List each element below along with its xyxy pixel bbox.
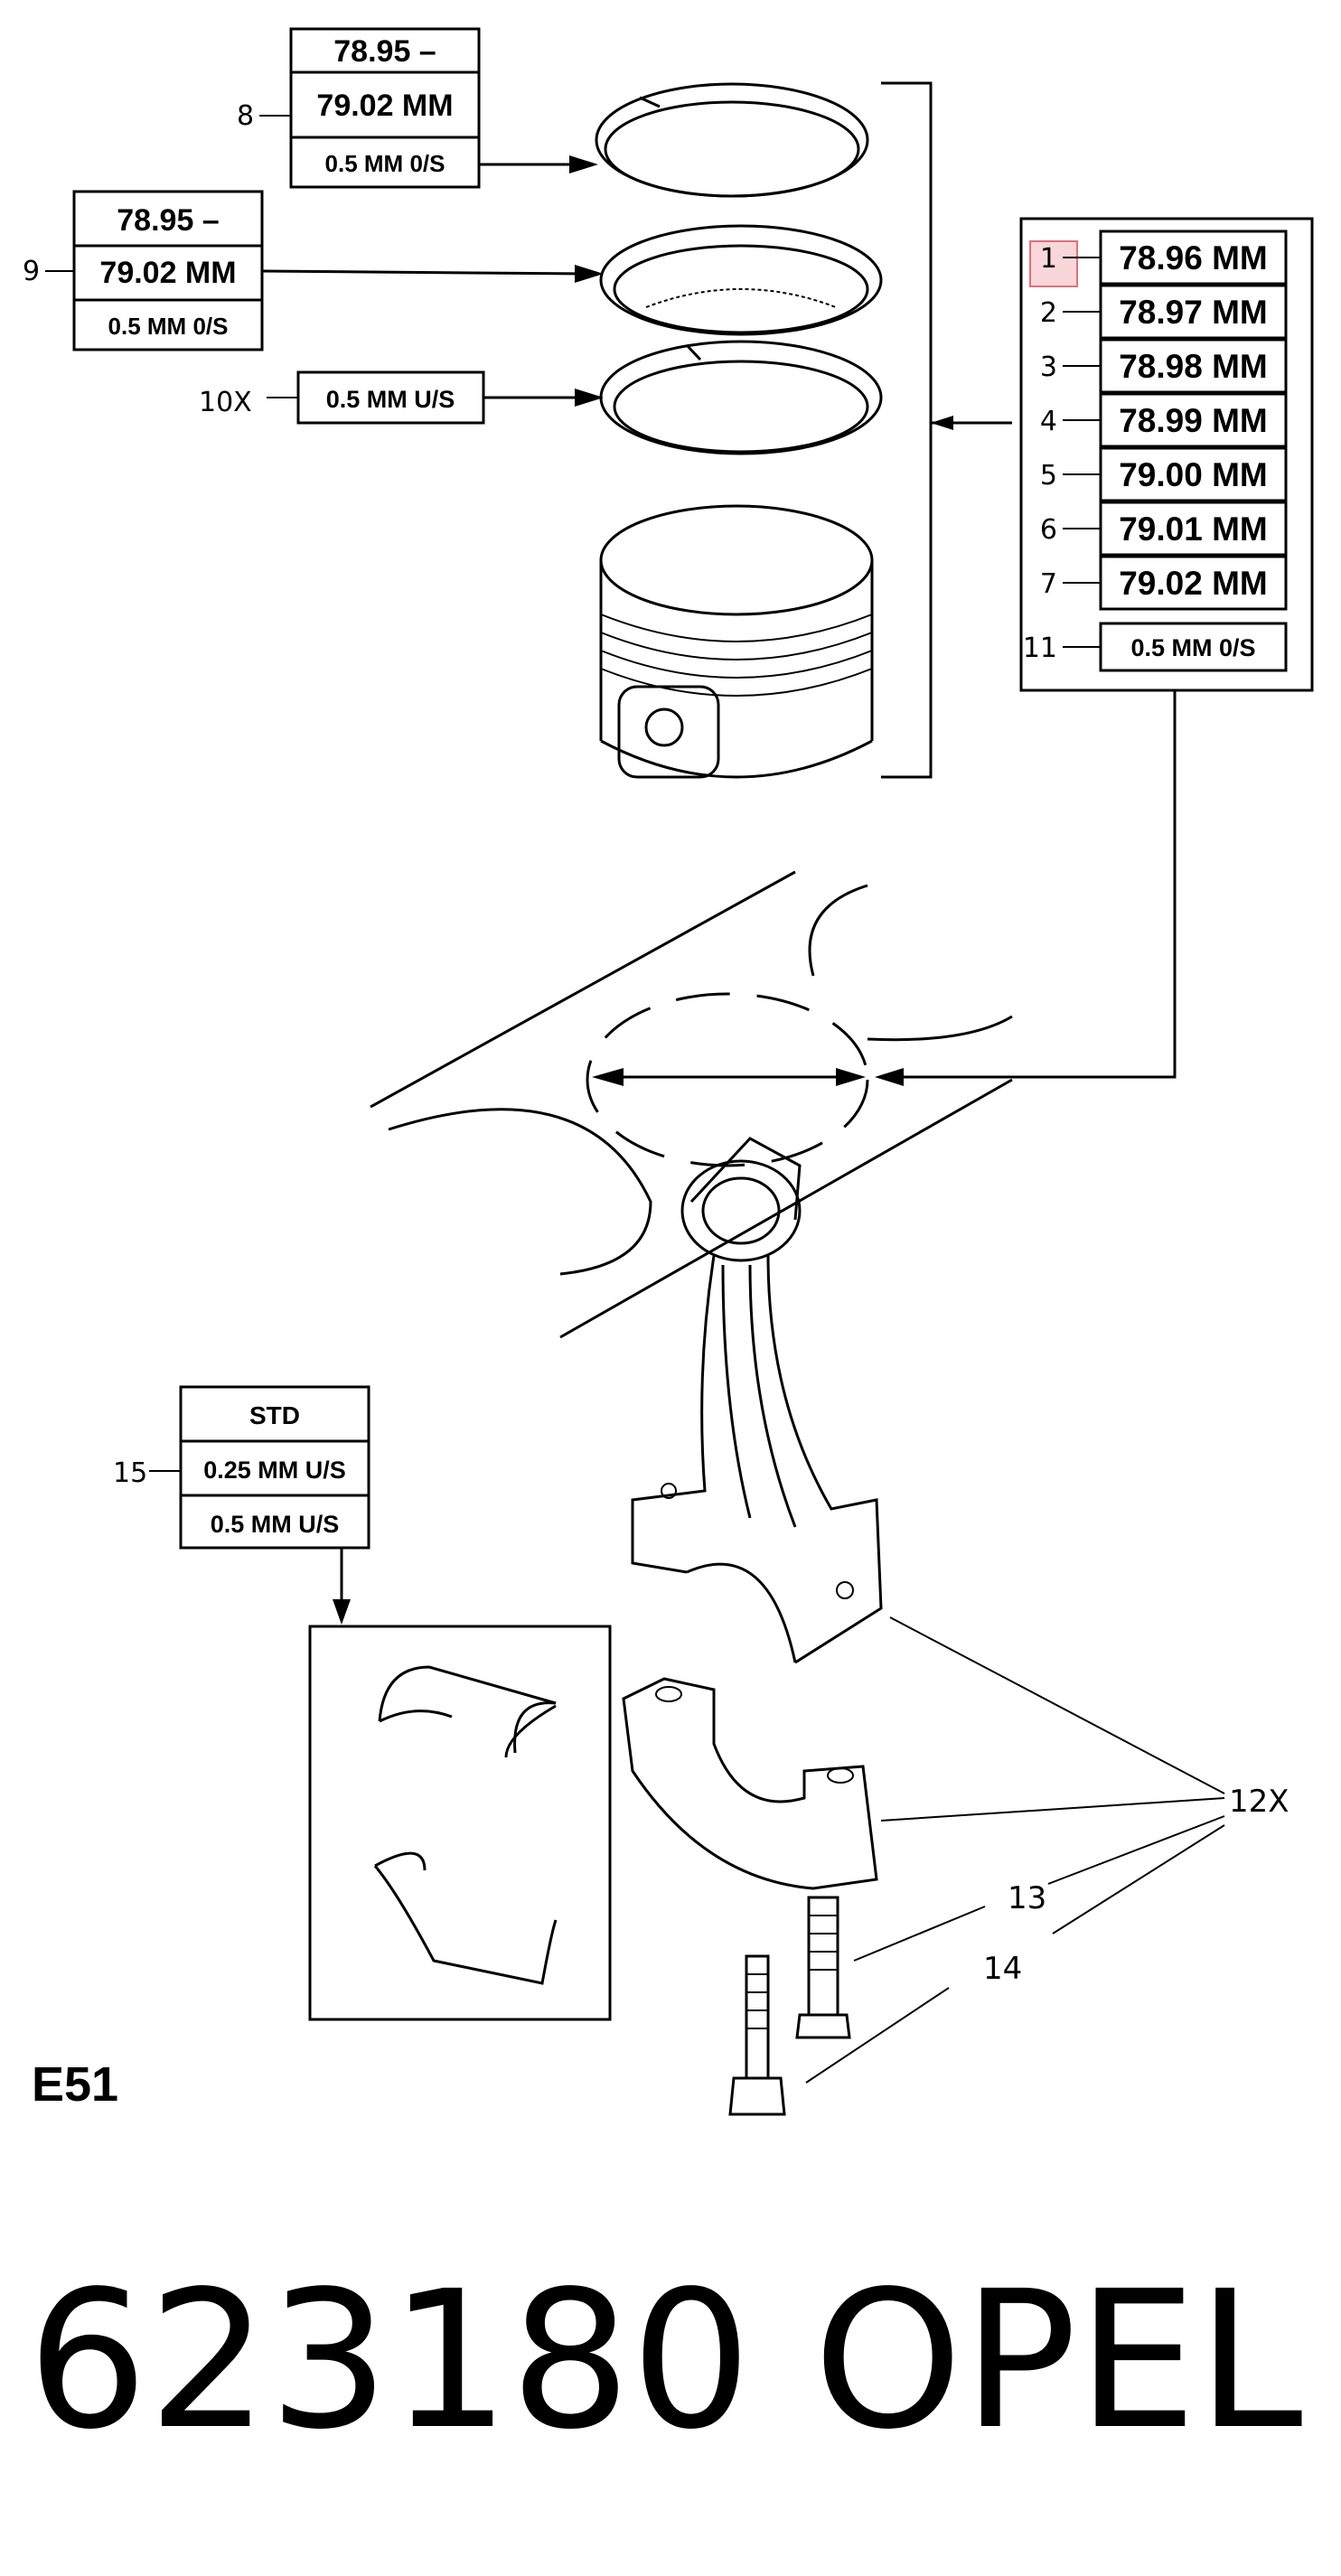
- size-table-rows: 1 78.96 MM 2 78.97 MM 3 78.98 MM 4 78.99 MM 5 79.…: [1023, 229, 1288, 672]
- callout-8-number: 8: [237, 100, 254, 132]
- ring-9-drawing: [599, 224, 883, 336]
- size-row-number: 4: [1040, 406, 1057, 437]
- connecting-rod-drawing: [631, 1137, 883, 1664]
- callout-9: 9 78.95 – 79.02 MM 0.5 MM 0/S: [23, 190, 604, 351]
- size-row-number: 7: [1040, 568, 1057, 600]
- callout-10x-number: 10X: [199, 387, 252, 418]
- size-row-number: 11: [1023, 632, 1057, 664]
- size-row-value: 79.02 MM: [1119, 565, 1268, 602]
- callout-15-line3: 0.5 MM U/S: [211, 1511, 340, 1538]
- size-row-3: 3 78.98 MM: [1040, 338, 1288, 394]
- size-row-5: 5 79.00 MM: [1040, 446, 1288, 502]
- callout-8-line2: 79.02 MM: [316, 89, 453, 123]
- size-row-value: 78.98 MM: [1119, 348, 1268, 385]
- part-label-12x: 12X: [1229, 1784, 1289, 1820]
- bolt-14-drawing: [728, 1954, 786, 2116]
- size-row-number: 5: [1040, 460, 1057, 492]
- callout-15-line1: STD: [249, 1401, 300, 1429]
- section-code: E51: [32, 2057, 118, 2112]
- size-row-value: 79.00 MM: [1119, 456, 1268, 493]
- callout-15-number: 15: [113, 1457, 147, 1489]
- callout-15: 15 STD 0.25 MM U/S 0.5 MM U/S: [113, 1385, 370, 1625]
- callout-15-line2: 0.25 MM U/S: [203, 1457, 346, 1484]
- size-row-number: 3: [1040, 351, 1057, 383]
- callout-8-line1: 78.95 –: [333, 34, 436, 69]
- size-row-number: 1: [1040, 243, 1057, 275]
- callout-10x-value: 0.5 MM U/S: [326, 386, 455, 413]
- bearing-shells-box: [308, 1625, 612, 2021]
- callout-8-line3: 0.5 MM 0/S: [325, 150, 445, 177]
- size-row-number: 6: [1040, 514, 1057, 546]
- ring-10-drawing: [599, 340, 883, 455]
- size-row-1-highlight: [1029, 240, 1078, 287]
- bearing-shells-drawing: [373, 1665, 558, 1985]
- callout-9-line1: 78.95 –: [117, 203, 219, 238]
- group-bracket: [881, 81, 933, 779]
- cylinder-block-drawing: [370, 691, 1177, 1339]
- bolt-13-drawing: [795, 1896, 851, 2039]
- size-row-2: 2 78.97 MM: [1040, 284, 1288, 340]
- callout-10x: 10X 0.5 MM U/S: [199, 370, 604, 425]
- catalog-number: 623180: [27, 2250, 752, 2471]
- size-table: [1019, 217, 1314, 692]
- size-row-value: 78.96 MM: [1119, 239, 1268, 276]
- size-row-11: 11 0.5 MM 0/S: [1023, 622, 1288, 672]
- callout-8: 8 78.95 – 79.02 MM 0.5 MM 0/S: [237, 27, 598, 189]
- size-row-number: 2: [1040, 297, 1057, 329]
- callout-9-line2: 79.02 MM: [99, 256, 236, 290]
- rod-cap-drawing: [622, 1677, 878, 1890]
- ring-8-drawing: [595, 82, 869, 198]
- part-label-13: 13: [1008, 1880, 1046, 1916]
- size-row-4: 4 78.99 MM: [1040, 392, 1288, 448]
- size-row-value: 78.97 MM: [1119, 294, 1268, 331]
- size-row-value: 0.5 MM 0/S: [1130, 634, 1255, 661]
- piston-drawing: [599, 504, 874, 779]
- size-row-7: 7 79.02 MM: [1040, 555, 1288, 611]
- size-row-1: 1 78.96 MM: [1040, 229, 1288, 286]
- part-label-14: 14: [983, 1951, 1022, 1987]
- callout-9-number: 9: [23, 256, 40, 287]
- size-row-6: 6 79.01 MM: [1040, 501, 1288, 557]
- size-row-value: 79.01 MM: [1119, 511, 1268, 548]
- brand-name: OPEL: [813, 2250, 1303, 2471]
- callout-9-line3: 0.5 MM 0/S: [108, 313, 229, 340]
- size-row-value: 78.99 MM: [1119, 402, 1268, 439]
